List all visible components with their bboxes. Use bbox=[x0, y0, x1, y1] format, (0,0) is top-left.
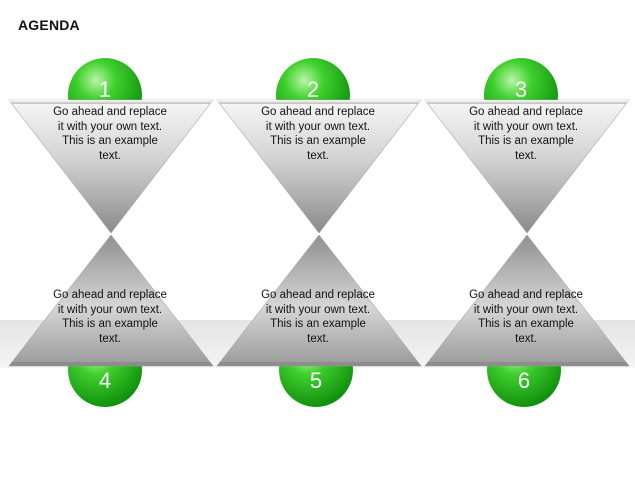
item-3-triangle bbox=[424, 99, 630, 234]
item-1-number: 1 bbox=[99, 77, 111, 102]
item-4-text: Go ahead and replace it with your own te… bbox=[53, 289, 167, 345]
item-3-number: 3 bbox=[515, 77, 527, 102]
item-5-text: Go ahead and replace it with your own te… bbox=[261, 289, 375, 345]
item-2-text: Go ahead and replace it with your own te… bbox=[261, 106, 375, 162]
item-3-text: Go ahead and replace it with your own te… bbox=[469, 106, 583, 162]
item-2-number: 2 bbox=[307, 77, 319, 102]
item-1-text: Go ahead and replace it with your own te… bbox=[53, 106, 167, 162]
page-title: AGENDA bbox=[18, 17, 80, 33]
item-1-triangle bbox=[8, 99, 214, 234]
item-4-triangle bbox=[8, 234, 214, 367]
item-5-number: 5 bbox=[310, 368, 322, 393]
item-6-text: Go ahead and replace it with your own te… bbox=[469, 289, 583, 345]
item-6-triangle bbox=[424, 234, 630, 367]
item-4-number: 4 bbox=[99, 368, 111, 393]
item-6-number: 6 bbox=[518, 368, 530, 393]
item-2-triangle bbox=[216, 99, 422, 234]
item-5-triangle bbox=[216, 234, 422, 367]
